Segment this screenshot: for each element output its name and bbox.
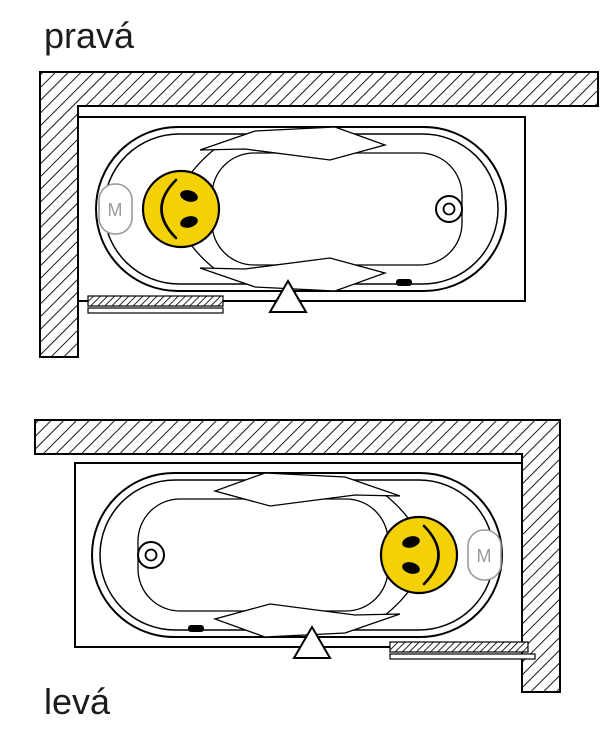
smiley-eye	[402, 562, 420, 574]
apron-bar-lower	[389, 653, 536, 660]
motor-badge-outline	[467, 529, 502, 581]
orientation-label-prava: pravá	[44, 15, 135, 56]
contour-bottom	[212, 603, 401, 638]
apron-bar	[87, 295, 224, 307]
contour-top	[199, 126, 388, 161]
apron-bar-lower	[87, 307, 224, 314]
smiley-mouth	[160, 178, 178, 240]
mounting-triangle-icon	[292, 625, 332, 659]
motor-badge-label: M	[108, 200, 123, 220]
wall-hatch	[34, 419, 561, 693]
smiley-mouth	[422, 524, 440, 586]
motor-badge: M	[98, 183, 133, 235]
wall-hatch	[39, 71, 599, 358]
smiley-face-icon	[379, 515, 459, 595]
drain-icon	[137, 541, 165, 569]
apron-bar	[389, 641, 529, 653]
drain-inner-circle	[442, 202, 456, 216]
diagram-leva: M levá	[34, 419, 561, 722]
overflow-slot	[188, 625, 204, 632]
motor-badge: M	[467, 529, 502, 581]
orientation-label-leva: levá	[44, 681, 111, 722]
drain-icon	[435, 195, 463, 223]
smiley-face-circle	[379, 515, 459, 595]
mounting-triangle-icon	[268, 279, 308, 313]
smiley-eye	[180, 216, 198, 228]
smiley-eye	[402, 536, 420, 548]
smiley-face-circle	[141, 169, 221, 249]
drain-inner-circle	[144, 548, 158, 562]
contour-top	[212, 472, 401, 507]
motor-badge-outline	[98, 183, 133, 235]
smiley-eye	[180, 190, 198, 202]
smiley-face-icon	[141, 169, 221, 249]
contour-bottom	[199, 257, 388, 292]
overflow-slot	[396, 279, 412, 286]
diagram-prava: pravá M	[39, 15, 599, 358]
motor-badge-label: M	[477, 546, 492, 566]
